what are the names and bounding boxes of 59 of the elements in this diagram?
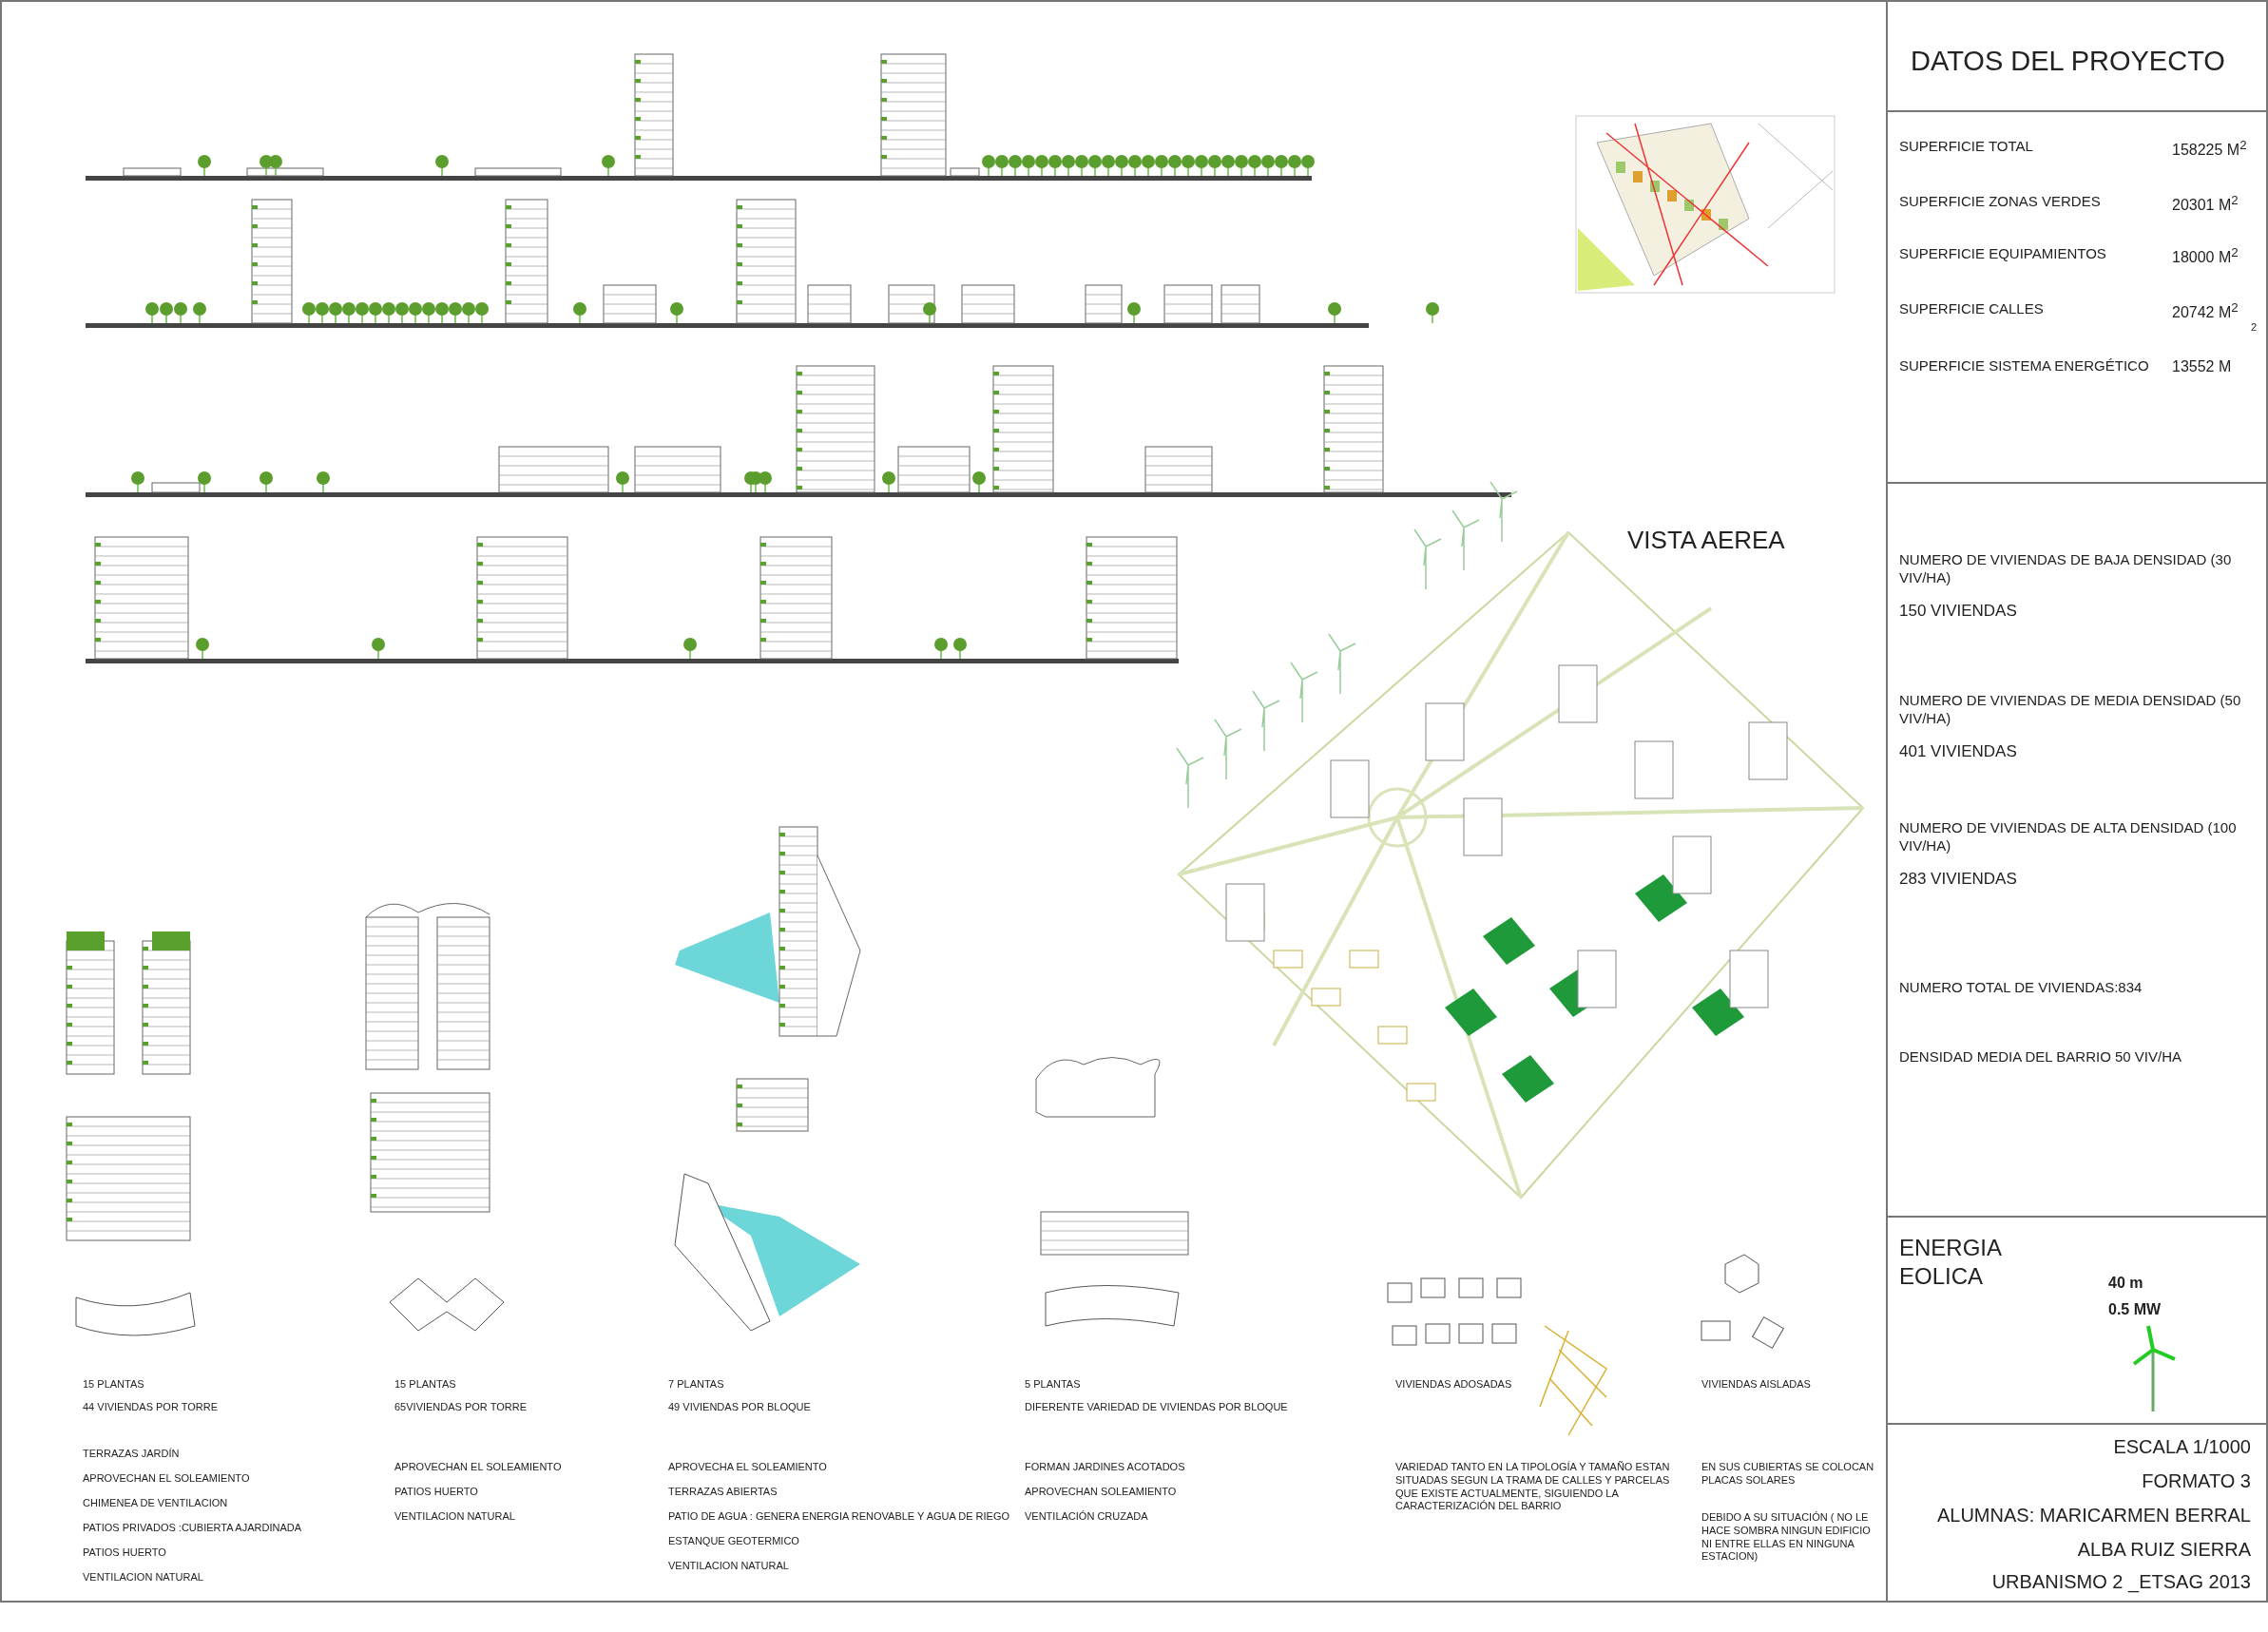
- data-label: SUPERFICIE TOTAL: [1899, 138, 2033, 156]
- credit-line: FORMATO 3: [2142, 1469, 2251, 1493]
- credit-line: ALBA RUIZ SIERRA: [2077, 1538, 2251, 1562]
- data-label: NUMERO TOTAL DE VIVIENDAS:834: [1899, 979, 2143, 997]
- feature-note: 15 PLANTAS: [394, 1378, 456, 1392]
- section-heading: ENERGIA EOLICA: [1899, 1234, 2003, 1291]
- data-value: 20301 M$^{2}$: [2172, 193, 2239, 216]
- data-label: DENSIDAD MEDIA DEL BARRIO 50 VIV/HA: [1899, 1048, 2183, 1066]
- data-value: 401 VIVIENDAS: [1899, 741, 2017, 762]
- feature-note: CHIMENEA DE VENTILACION: [83, 1497, 228, 1510]
- data-label: NUMERO DE VIVIENDAS DE BAJA DENSIDAD (30 VIV/HA): [1899, 551, 2233, 587]
- feature-note: PATIOS HUERTO: [394, 1486, 478, 1499]
- view-heading: VISTA AEREA: [1627, 525, 1785, 556]
- feature-note: VENTILACION NATURAL: [668, 1560, 789, 1573]
- feature-note: PATIO DE AGUA : GENERA ENERGIA RENOVABLE Y AGUA DE RIEGO: [668, 1510, 1010, 1524]
- data-label: NUMERO DE VIVIENDAS DE ALTA DENSIDAD (100 VIV/HA): [1899, 819, 2238, 855]
- credit-line: URBANISMO 2 _ETSAG 2013: [1991, 1570, 2251, 1594]
- data-value: 18000 M$^{2}$: [2172, 245, 2239, 268]
- sheet-title: DATOS DEL PROYECTO: [1911, 45, 2225, 78]
- feature-note: ESTANQUE GEOTERMICO: [668, 1535, 799, 1548]
- feature-note: APROVECHAN EL SOLEAMIENTO: [394, 1461, 562, 1474]
- credit-line: ESCALA 1/1000: [2113, 1435, 2251, 1459]
- data-label: NUMERO DE VIVIENDAS DE MEDIA DENSIDAD (50 VIV/HA): [1899, 692, 2242, 728]
- description-paragraph: DEBIDO A SU SITUACIÓN ( NO LE HACE SOMBRA NINGUN EDIFICIO NI ENTRE ELLAS EN NINGUNA ESTACION): [1701, 1511, 1872, 1564]
- feature-note: VENTILACIÓN CRUZADA: [1025, 1510, 1148, 1524]
- feature-note: 65VIVIENDAS POR TORRE: [394, 1401, 527, 1414]
- turbine-height-label: 40 m: [2108, 1274, 2143, 1293]
- feature-note: PATIOS HUERTO: [83, 1546, 166, 1560]
- feature-note: TERRAZAS JARDÍN: [83, 1448, 180, 1461]
- feature-note: APROVECHA EL SOLEAMIENTO: [668, 1461, 827, 1474]
- data-value: 20742 M$^{2}$: [2172, 300, 2239, 323]
- data-label: SUPERFICIE EQUIPAMIENTOS: [1899, 245, 2106, 263]
- feature-note: 5 PLANTAS: [1025, 1378, 1081, 1392]
- feature-note: DIFERENTE VARIEDAD DE VIVIENDAS POR BLOQUE: [1025, 1401, 1288, 1414]
- credit-line: ALUMNAS: MARICARMEN BERRAL: [1936, 1504, 2251, 1527]
- description-paragraph: EN SUS CUBIERTAS SE COLOCAN PLACAS SOLARES: [1701, 1461, 1875, 1488]
- feature-note: APROVECHAN EL SOLEAMIENTO: [83, 1472, 250, 1486]
- feature-note: VENTILACION NATURAL: [83, 1571, 203, 1584]
- feature-note: VENTILACION NATURAL: [394, 1510, 515, 1524]
- feature-note: 49 VIVIENDAS POR BLOQUE: [668, 1401, 811, 1414]
- feature-note: FORMAN JARDINES ACOTADOS: [1025, 1461, 1185, 1474]
- data-label: SUPERFICIE CALLES: [1899, 300, 2044, 318]
- description-paragraph: VARIEDAD TANTO EN LA TIPOLOGÍA Y TAMAÑO ESTAN SITUADAS SEGUN LA TRAMA DE CALLES Y PARCELAS QUE EXISTE ACTUALMENTE, SIGUIENDO LA CARACTERIZACIÓN DEL BARRIO: [1395, 1461, 1671, 1513]
- data-value: 158225 M$^{2}$: [2172, 138, 2247, 161]
- feature-note: TERRAZAS ABIERTAS: [668, 1486, 778, 1499]
- feature-note: VIVIENDAS ADOSADAS: [1395, 1378, 1512, 1392]
- data-value: 283 VIVIENDAS: [1899, 869, 2017, 890]
- feature-note: PATIOS PRIVADOS :CUBIERTA AJARDINADA: [83, 1522, 302, 1535]
- feature-note: 15 PLANTAS: [83, 1378, 144, 1392]
- data-value: 13552 M: [2172, 357, 2232, 376]
- data-label: SUPERFICIE ZONAS VERDES: [1899, 193, 2101, 211]
- data-value: 150 VIVIENDAS: [1899, 601, 2017, 622]
- feature-note: VIVIENDAS AISLADAS: [1701, 1378, 1811, 1392]
- feature-note: 7 PLANTAS: [668, 1378, 724, 1392]
- data-label: SUPERFICIE SISTEMA ENERGÉTICO: [1899, 357, 2149, 375]
- feature-note: APROVECHAN SOLEAMIENTO: [1025, 1486, 1177, 1499]
- turbine-power-label: 0.5 MW: [2108, 1300, 2162, 1319]
- feature-note: 44 VIVIENDAS POR TORRE: [83, 1401, 219, 1414]
- superscript-note: 2: [2251, 321, 2258, 335]
